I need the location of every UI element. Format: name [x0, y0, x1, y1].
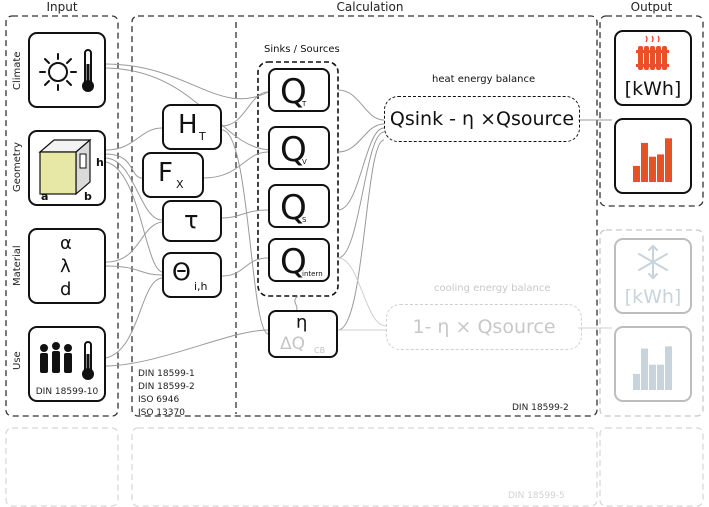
- input-bottom-frame: [5, 427, 119, 507]
- geometry-label: Geometry: [12, 142, 23, 192]
- geometry-box[interactable]: a b h: [28, 130, 106, 206]
- eta-symbol: η: [296, 312, 308, 333]
- cooling-balance-formula: 1- η × Qsource: [412, 316, 556, 338]
- heat-balance-label: heat energy balance: [432, 74, 536, 85]
- calculation-bottom-frame: [131, 427, 598, 507]
- input-frame: [5, 15, 119, 417]
- bar: [633, 373, 640, 390]
- snowflake-icon: [638, 245, 668, 279]
- fx-box[interactable]: F X: [142, 152, 204, 198]
- sun-thermometer-icon: [39, 49, 94, 92]
- heat-balance-formula: Qsink - η ×Qsource: [389, 108, 575, 130]
- calc-standard: DIN 18599-2: [512, 403, 569, 413]
- theta-box[interactable]: Θ i,h: [162, 252, 222, 298]
- cooling-balance-box[interactable]: 1- η × Qsource: [386, 304, 582, 350]
- q-ventilation-subscript: V: [302, 158, 307, 166]
- output-heating-frame: [599, 15, 704, 207]
- heating-bar-icon: [633, 138, 672, 182]
- bar: [633, 165, 640, 182]
- alpha-symbol: α: [60, 233, 72, 254]
- standard-item: ISO 13370: [138, 408, 185, 418]
- building-cube-icon: [38, 138, 92, 196]
- standard-item: DIN 18599-1: [138, 369, 195, 379]
- q-symbol: Q: [280, 188, 307, 228]
- dimension-a: a: [41, 190, 49, 203]
- output-column-title: Output: [630, 0, 673, 14]
- tau-box[interactable]: τ: [162, 200, 222, 242]
- bar: [649, 156, 656, 182]
- q-transmission-box[interactable]: Q T: [268, 68, 330, 112]
- bottom-standard: DIN 18599-5: [508, 491, 565, 501]
- theta-symbol: Θ: [172, 258, 191, 286]
- q-symbol: Q: [280, 72, 307, 112]
- building-wall-face: [39, 151, 77, 195]
- bar: [665, 138, 672, 182]
- heating-unit: [kWh]: [624, 78, 682, 100]
- cooling-kwh-box[interactable]: [kWh]: [614, 238, 692, 314]
- bar: [657, 364, 664, 390]
- delta-q-subscript: CB: [314, 346, 326, 355]
- material-label: Material: [12, 245, 23, 286]
- input-column-title: Input: [46, 0, 78, 14]
- climate-label: Climate: [12, 51, 23, 90]
- d-symbol: d: [60, 279, 72, 300]
- heating-kwh-box[interactable]: [kWh]: [614, 30, 692, 106]
- calculation-frame: [131, 15, 598, 417]
- bar: [641, 348, 648, 390]
- fx-subscript: X: [176, 178, 184, 191]
- tau-symbol: τ: [184, 206, 199, 234]
- material-box[interactable]: α λ d: [28, 228, 106, 304]
- dimension-h: h: [96, 156, 104, 169]
- bar: [649, 364, 656, 390]
- cooling-unit: [kWh]: [624, 286, 682, 308]
- radiator-icon: [636, 35, 669, 70]
- climate-box[interactable]: [28, 32, 106, 108]
- cooling-wires: [337, 257, 612, 331]
- cooling-chart-box[interactable]: [614, 326, 692, 402]
- use-box[interactable]: DIN 18599-10: [28, 326, 106, 402]
- standard-item: DIN 18599-2: [138, 382, 195, 392]
- delta-q-symbol: ΔQ: [280, 334, 306, 354]
- cooling-balance-label: cooling energy balance: [434, 283, 551, 294]
- fx-symbol: F: [158, 158, 173, 188]
- standards-list: DIN 18599-1 DIN 18599-2 ISO 6946 ISO 133…: [138, 368, 195, 420]
- bar: [657, 154, 664, 182]
- dimension-b: b: [84, 190, 92, 203]
- calculation-column-title: Calculation: [336, 0, 404, 14]
- q-symbol: Q: [280, 130, 307, 170]
- use-standard: DIN 18599-10: [35, 387, 99, 397]
- q-solar-subscript: S: [302, 216, 307, 224]
- output-bottom-frame: [599, 427, 704, 507]
- use-label: Use: [12, 351, 23, 370]
- standard-item: ISO 6946: [138, 395, 180, 405]
- heating-chart-box[interactable]: [614, 118, 692, 194]
- ht-symbol: H: [178, 110, 198, 140]
- output-cooling-frame: [599, 229, 704, 417]
- ht-subscript: T: [199, 130, 206, 143]
- q-ventilation-box[interactable]: Q V: [268, 126, 330, 170]
- q-solar-box[interactable]: Q S: [268, 184, 330, 228]
- q-internal-subscript: intern: [302, 270, 323, 278]
- q-transmission-subscript: T: [302, 100, 307, 108]
- heat-balance-box[interactable]: Qsink - η ×Qsource: [384, 96, 580, 142]
- cooling-bar-icon: [633, 346, 672, 390]
- sinks-sources-title: Sinks / Sources: [264, 44, 340, 55]
- people-thermometer-icon: [40, 341, 94, 380]
- bar: [665, 346, 672, 390]
- eta-box[interactable]: η ΔQ CB: [268, 310, 338, 358]
- theta-subscript: i,h: [194, 280, 208, 293]
- q-internal-box[interactable]: Q intern: [268, 238, 330, 282]
- ht-box[interactable]: H T: [162, 104, 222, 150]
- bar: [641, 142, 648, 182]
- lambda-symbol: λ: [60, 256, 71, 277]
- q-symbol: Q: [280, 242, 307, 282]
- connection-wires: [105, 63, 612, 367]
